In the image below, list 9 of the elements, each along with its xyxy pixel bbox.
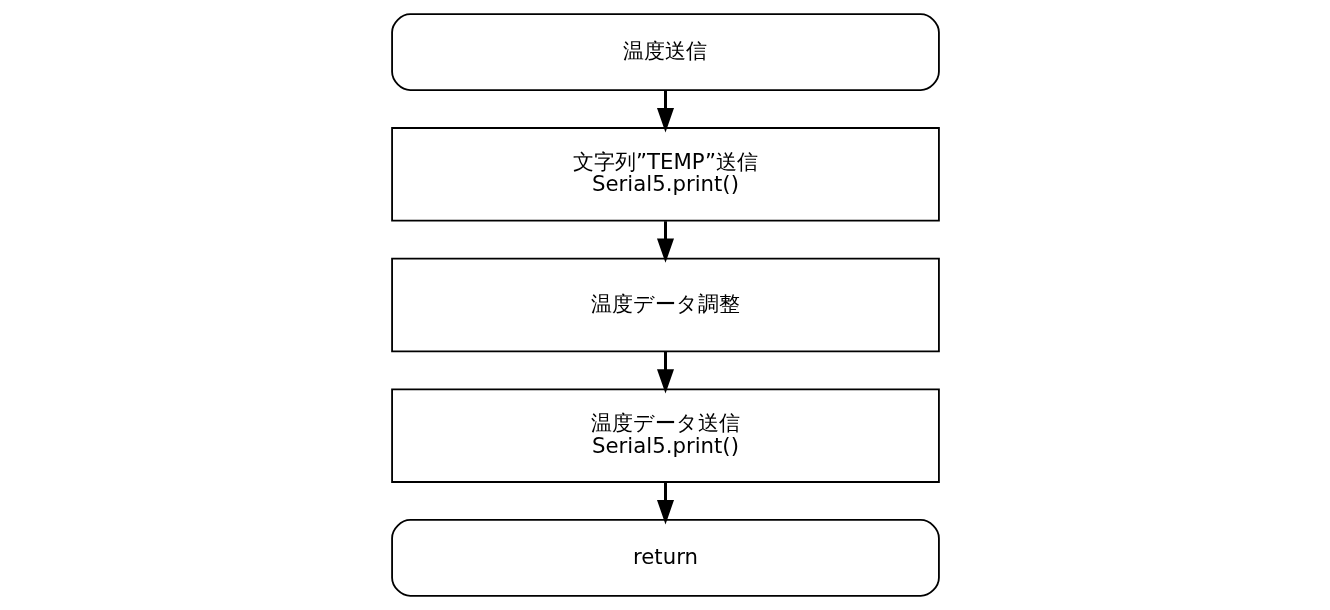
node-box: 温度データ送信 Serial5.print() <box>390 388 940 483</box>
node-box: 温度データ調整 <box>390 257 940 353</box>
arrow <box>656 221 674 263</box>
node-box: 文字列”TEMP”送信 Serial5.print() <box>390 127 940 222</box>
arrow <box>656 351 674 394</box>
arrow <box>656 90 674 133</box>
arrow <box>656 482 674 525</box>
node-box: 温度送信 <box>390 13 940 91</box>
node-box: return <box>390 519 940 597</box>
